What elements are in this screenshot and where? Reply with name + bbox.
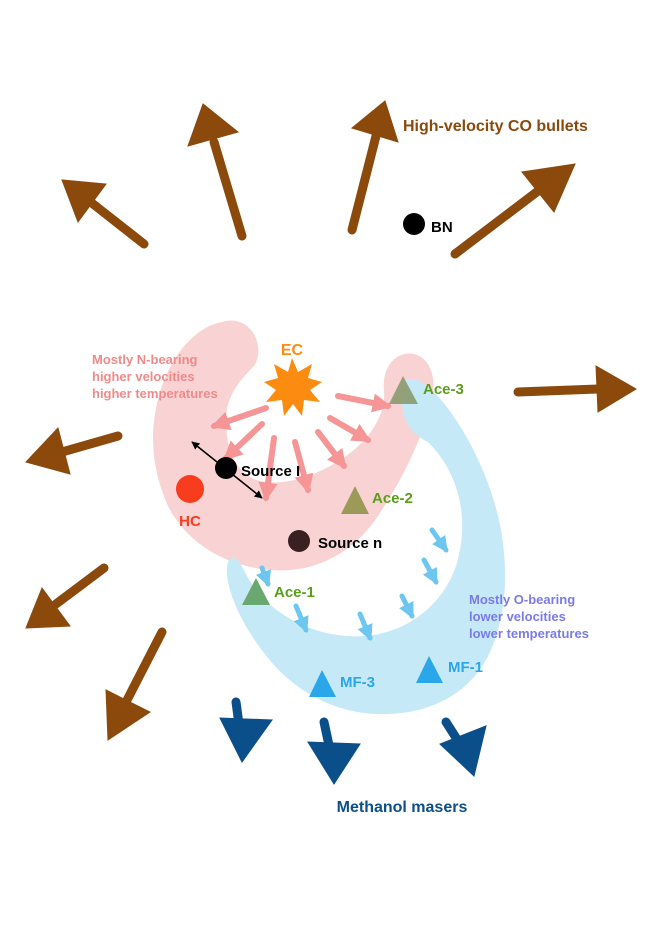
o-bearing-line-2: lower velocities — [469, 609, 566, 624]
source-n-circle-icon — [288, 530, 310, 552]
pink-flow-arrow — [327, 415, 372, 443]
source-i-label: Source I — [241, 463, 300, 480]
pink-flow-arrow — [223, 421, 265, 461]
co-bullet-arrow — [105, 627, 167, 741]
source-i-circle-icon — [215, 457, 237, 479]
methanol-maser-arrows — [219, 697, 487, 785]
ec-star-icon — [264, 358, 322, 416]
co-bullet-arrows — [25, 100, 637, 741]
n-bearing-line-1: Mostly N-bearing — [92, 352, 198, 367]
o-bearing-line-1: Mostly O-bearing — [469, 592, 575, 607]
pink-flow-arrow — [335, 393, 392, 413]
pink-flow-arrow — [315, 429, 347, 470]
blue-flow-arrow — [256, 565, 271, 587]
n-bearing-caption: Mostly N-bearing higher velocities highe… — [92, 352, 218, 401]
co-bullet-arrow — [513, 365, 637, 413]
mf3-label: MF-3 — [340, 674, 375, 691]
hc-circle-icon — [176, 475, 204, 503]
blue-flow-arrow — [429, 527, 449, 553]
co-bullet-arrow — [61, 179, 149, 249]
co-bullets-label: High-velocity CO bullets — [403, 118, 588, 135]
blue-flow-arrow — [421, 557, 439, 585]
ace3-triangle-icon — [389, 376, 418, 404]
ace1-label: Ace-1 — [274, 584, 315, 601]
n-bearing-line-2: higher velocities — [92, 369, 195, 384]
ace3-label: Ace-3 — [423, 381, 464, 398]
bn-circle-icon — [403, 213, 425, 235]
co-bullet-arrow — [187, 103, 247, 241]
ace2-triangle-icon — [341, 486, 369, 514]
maser-arrow — [439, 717, 487, 777]
blue-flow-arrow — [399, 593, 415, 619]
ace2-label: Ace-2 — [372, 490, 413, 507]
methanol-masers-label: Methanol masers — [337, 799, 468, 816]
o-bearing-caption: Mostly O-bearing lower velocities lower … — [469, 592, 589, 641]
pink-flow-arrow — [258, 435, 278, 502]
n-bearing-line-3: higher temperatures — [92, 386, 218, 401]
pink-flow-arrow — [210, 405, 269, 431]
bn-label: BN — [431, 219, 453, 236]
hc-label: HC — [179, 513, 201, 530]
co-bullet-arrow — [347, 100, 399, 235]
mf1-triangle-icon — [416, 656, 443, 683]
pink-flow-arrow — [292, 439, 314, 494]
o-bearing-flow-arrows — [256, 527, 449, 641]
mf3-triangle-icon — [309, 670, 336, 697]
mf1-label: MF-1 — [448, 659, 483, 676]
maser-arrow — [219, 697, 273, 763]
blue-flow-arrow — [293, 603, 309, 633]
o-bearing-line-3: lower temperatures — [469, 626, 589, 641]
n-bearing-flow-arrows — [210, 393, 392, 502]
ace1-triangle-icon — [242, 578, 270, 605]
maser-arrow — [307, 717, 361, 785]
source-n-label: Source n — [318, 535, 382, 552]
blue-flow-arrow — [357, 611, 373, 641]
co-bullet-arrow — [25, 563, 109, 629]
ec-label: EC — [281, 342, 304, 359]
co-bullet-arrow — [25, 426, 123, 475]
co-bullet-arrow — [450, 163, 576, 259]
